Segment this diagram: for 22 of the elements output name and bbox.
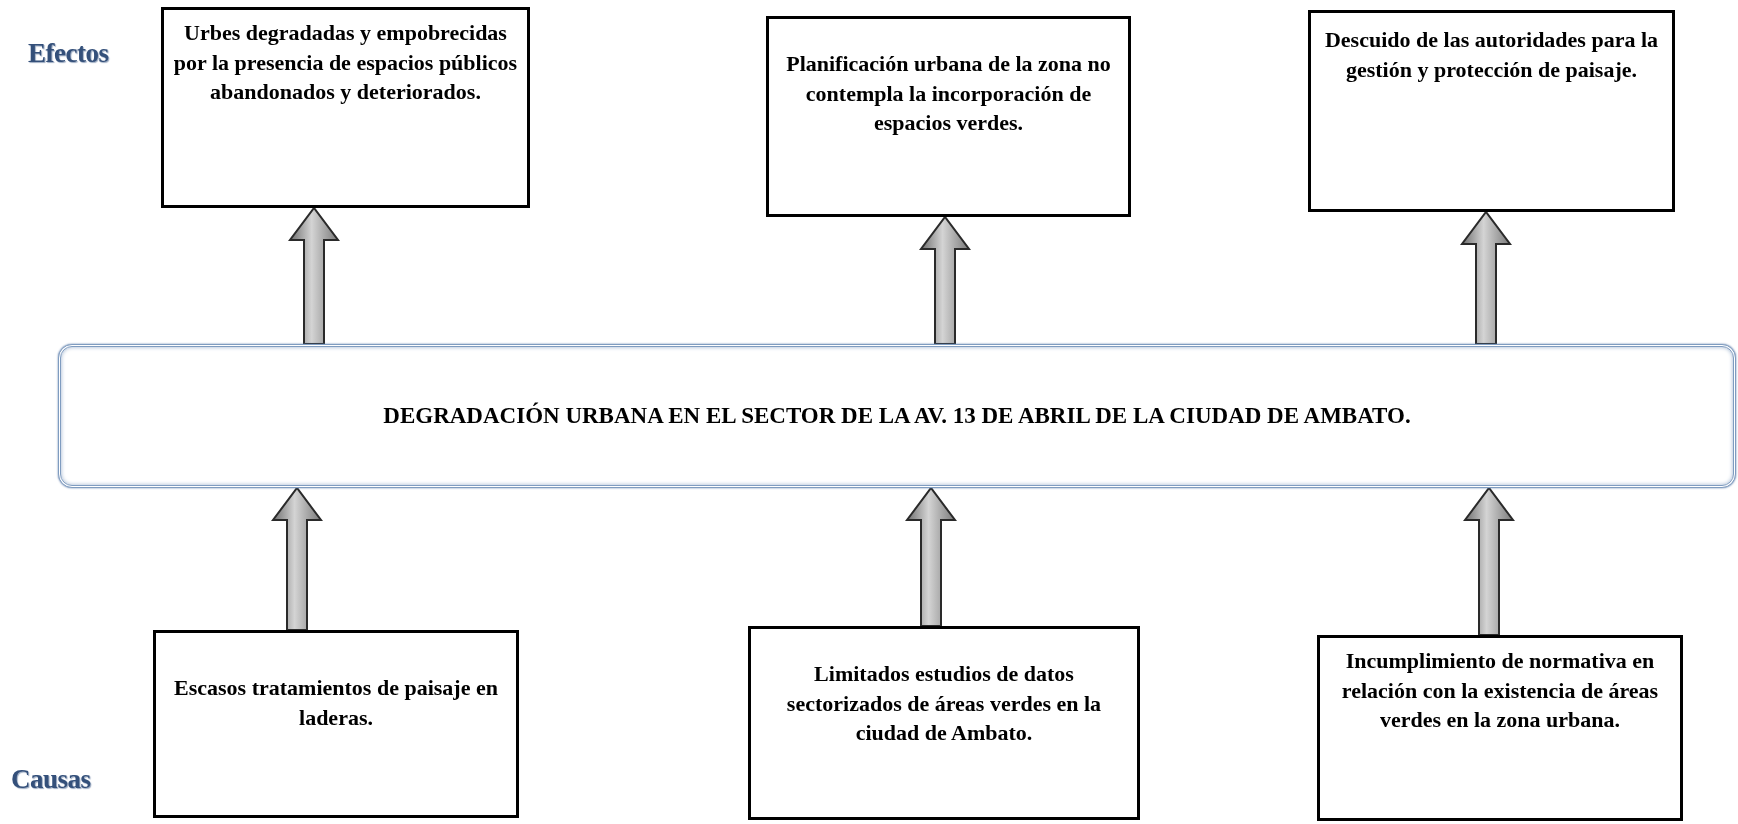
box-text: Incumplimiento de normativa en relación con la existencia de áreas verdes en la zona urbana. — [1340, 647, 1660, 735]
text-box — [161, 7, 530, 208]
box-text: Limitados estudios de datos sectorizados de áreas verdes en la ciudad de Ambato. — [785, 660, 1103, 748]
box-text: Planificación urbana de la zona no contempla la incorporación de espacios verdes. — [785, 50, 1112, 138]
block-arrow — [288, 206, 340, 345]
block-arrow — [271, 486, 323, 631]
box-text: Descuido de las autoridades para la gestión y protección de paisaje. — [1323, 26, 1660, 84]
block-arrow — [1463, 486, 1515, 636]
problem-title: DEGRADACIÓN URBANA EN EL SECTOR DE LA AV. 13 DE ABRIL DE LA CIUDAD DE AMBATO. — [383, 403, 1411, 429]
text-box — [1308, 10, 1675, 212]
text-box — [153, 630, 519, 818]
problem-band — [58, 344, 1736, 488]
box-text: Escasos tratamientos de paisaje en laderas. — [173, 674, 499, 732]
block-arrow — [1460, 210, 1512, 345]
section-label: Causas — [11, 764, 91, 795]
text-box — [748, 626, 1140, 820]
section-label: Efectos — [28, 38, 109, 69]
text-box — [766, 16, 1131, 217]
block-arrow — [905, 486, 957, 627]
text-box — [1317, 635, 1683, 821]
block-arrow — [919, 215, 971, 345]
box-text: Urbes degradadas y empobrecidas por la presencia de espacios públicos abandonados y deteriorados. — [172, 19, 519, 107]
